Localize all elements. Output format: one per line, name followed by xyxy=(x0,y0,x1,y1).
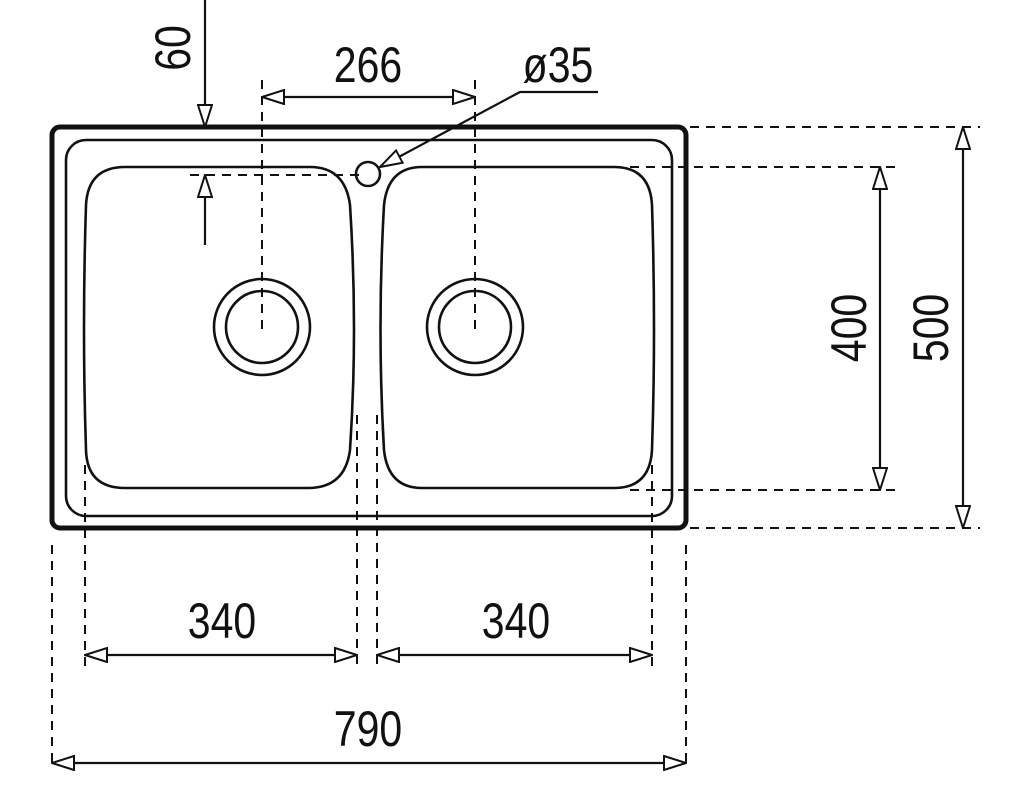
dimension-drain-spacing: 266 xyxy=(262,37,475,97)
sink-outline xyxy=(49,124,689,531)
dimension-tap-hole: ø35 xyxy=(380,37,598,167)
dimension-tap-offset: 60 xyxy=(145,0,205,245)
right-bowl xyxy=(379,165,656,490)
dim-label-500: 500 xyxy=(903,294,959,362)
dim-label-400: 400 xyxy=(821,294,877,362)
dim-label-340-left: 340 xyxy=(188,593,256,649)
dim-label-790: 790 xyxy=(334,701,402,757)
dimension-overall-width: 790 xyxy=(52,701,686,763)
sink-outer-edge xyxy=(49,124,689,531)
dim-label-60: 60 xyxy=(145,25,201,71)
left-bowl xyxy=(82,165,356,490)
dimension-left-bowl-width: 340 xyxy=(85,593,357,655)
dimension-bowl-depth: 400 xyxy=(821,167,880,490)
tap-hole xyxy=(354,160,382,188)
sink-rim xyxy=(64,138,674,518)
dim-label-340-right: 340 xyxy=(482,593,550,649)
dimension-overall-depth: 500 xyxy=(903,127,963,528)
dimension-right-bowl-width: 340 xyxy=(377,593,652,655)
dim-label-266: 266 xyxy=(334,37,402,93)
dim-label-35: ø35 xyxy=(523,37,594,93)
extension-lines xyxy=(51,80,980,765)
